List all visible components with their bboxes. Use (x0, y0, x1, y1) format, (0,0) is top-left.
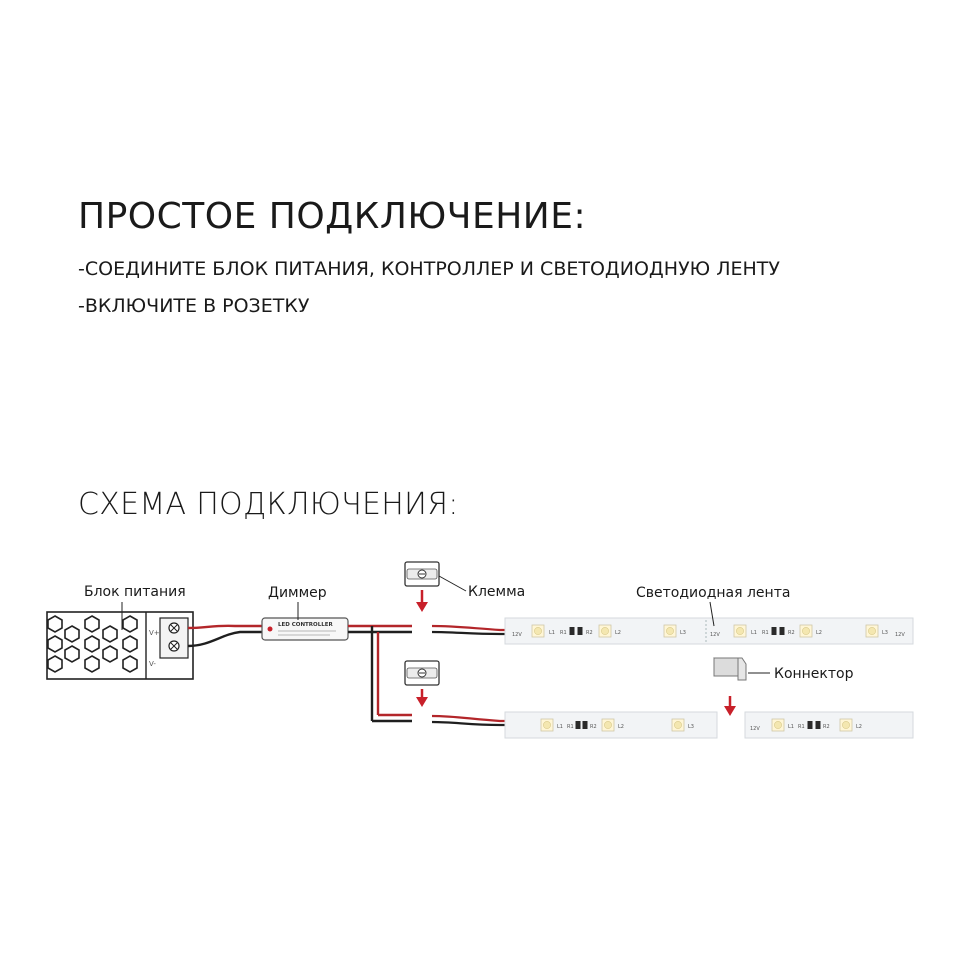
led-strip-label: Светодиодная лента (636, 585, 790, 601)
svg-text:L2: L2 (856, 724, 862, 730)
psu-dimmer-wires (187, 624, 262, 648)
down-arrow-icon (416, 697, 428, 707)
led-strip-leader (709, 601, 715, 627)
svg-text:L1: L1 (788, 724, 794, 730)
power-supply-label: Блок питания (84, 584, 186, 600)
svg-text:R2: R2 (590, 724, 597, 730)
svg-text:L2: L2 (618, 724, 624, 730)
psu-terminal-block: V+ V- (149, 617, 189, 668)
svg-text:R1: R1 (560, 630, 567, 636)
svg-text:R2: R2 (823, 724, 830, 730)
svg-text:L2: L2 (816, 630, 822, 636)
scheme-title: СХЕМА ПОДКЛЮЧЕНИЯ: (78, 487, 459, 522)
dimmer-text: LED CONTROLLER (278, 622, 333, 628)
svg-text:L1: L1 (549, 630, 555, 636)
down-arrow-icon (416, 602, 428, 612)
led-strip-bottom-extension: 12V L1 R1 R2 L2 (744, 711, 914, 739)
terminal-label: Клемма (468, 584, 525, 600)
svg-text:R2: R2 (586, 630, 593, 636)
svg-text:L3: L3 (688, 724, 694, 730)
psu-vplus-label: V+ (149, 629, 160, 637)
instruction-step-2: -ВКЛЮЧИТЕ В РОЗЕТКУ (78, 295, 310, 317)
svg-text:L1: L1 (751, 630, 757, 636)
dimmer-output-wires (348, 624, 412, 723)
svg-text:R1: R1 (798, 724, 805, 730)
svg-text:R1: R1 (762, 630, 769, 636)
svg-text:12V: 12V (895, 632, 905, 638)
dimmer-label: Диммер (268, 585, 327, 601)
psu-vminus-label: V- (149, 660, 156, 668)
led-strip-top: 12V L1 R1 R2 L2 L3 12V L1 R1 R2 L2 L3 12… (504, 617, 914, 645)
led-strip-bottom: L1 R1 R2 L2 L3 (504, 711, 718, 739)
svg-text:12V: 12V (750, 726, 760, 732)
down-arrow-icon (724, 706, 736, 716)
svg-text:L3: L3 (680, 630, 686, 636)
clamp-bottom (404, 660, 440, 707)
instruction-step-1: -СОЕДИНИТЕ БЛОК ПИТАНИЯ, КОНТРОЛЛЕР И СВ… (78, 258, 780, 280)
svg-text:L3: L3 (882, 630, 888, 636)
svg-text:R1: R1 (567, 724, 574, 730)
svg-text:L2: L2 (615, 630, 621, 636)
dimmer: LED CONTROLLER (261, 617, 349, 641)
svg-text:R2: R2 (788, 630, 795, 636)
svg-text:L1: L1 (557, 724, 563, 730)
svg-text:12V: 12V (710, 632, 720, 638)
power-supply: V+ V- (46, 611, 194, 680)
strip-lead-wires (431, 624, 510, 727)
page-title: ПРОСТОЕ ПОДКЛЮЧЕНИЕ: (78, 196, 587, 237)
connection-diagram: V+ V- Блок питания LED CONTROLLER Диммер… (46, 561, 914, 739)
connector (713, 657, 770, 716)
connector-label: Коннектор (774, 666, 854, 682)
clamp-top (404, 561, 467, 612)
svg-text:12V: 12V (512, 632, 522, 638)
